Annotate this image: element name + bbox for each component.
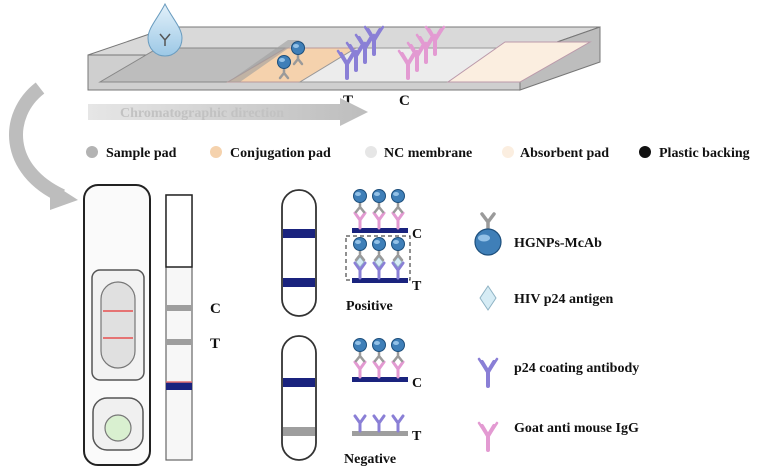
test-strip [165,194,193,461]
legend-absorbent-pad: Absorbent pad [520,146,609,161]
negative-c-line [352,377,408,382]
positive-c-line [352,228,408,233]
negative-result: C T Negative [281,335,422,467]
sample-well [104,414,132,442]
direction-label: Chromatographic direction [120,106,284,121]
goat-igg-icon [477,421,499,452]
legend-nc-membrane: NC membrane [384,146,472,161]
positive-label: Positive [346,299,393,314]
test-strip-c-line [166,305,192,311]
negative-label: Negative [344,452,396,467]
positive-c-nanoparticles [352,188,406,214]
positive-t-line [352,278,408,283]
curved-arrow-head-icon [50,182,78,210]
positive-result: C T Positive [281,188,422,317]
nc-membrane-swatch [365,146,377,158]
coating-antibody-icon [477,357,499,388]
gold-nanoparticle-antibody-icon [474,212,502,256]
sample-drop-icon [147,2,183,57]
sample-pad-swatch [86,146,98,158]
legend-p24-coating-antibody: p24 coating antibody [514,361,639,376]
antigen-diamond-icon [479,285,497,311]
negative-t-label: T [412,429,422,444]
legend-hiv-p24-antigen: HIV p24 antigen [514,292,614,307]
plastic-backing-swatch [639,146,651,158]
strip-c-label: C [399,93,410,109]
positive-c-band [283,229,315,238]
legend-right: HGNPs-McAb HIV p24 antigen p24 coating a… [474,212,639,452]
legend-top: Sample pad Conjugation pad NC membrane A… [86,146,750,161]
negative-c-nanoparticles [352,337,406,363]
positive-c-label: C [412,227,422,242]
legend-plastic-backing: Plastic backing [659,146,750,161]
curved-arrow-icon [9,82,66,203]
legend-conjugation-pad: Conjugation pad [230,146,331,161]
test-strip-t-line [166,339,192,345]
test-cassette [83,184,151,466]
negative-t-band [283,427,315,436]
positive-t-band [283,278,315,287]
absorbent-pad [446,41,592,83]
absorbent-pad-swatch [502,146,514,158]
legend-goat-anti-mouse-igg: Goat anti mouse IgG [514,421,639,436]
negative-t-line [352,431,408,436]
test-strip-sample-band [166,382,192,390]
chromatographic-direction-arrow: Chromatographic direction [88,98,368,126]
strip-t-label: T [343,93,353,109]
negative-c-band [283,378,315,387]
strip-illustration: T C [87,2,601,109]
test-strip-c-label: C [210,301,221,317]
negative-c-label: C [412,376,422,391]
legend-sample-pad: Sample pad [106,146,177,161]
positive-t-nanoparticles [352,236,406,262]
legend-hgnps-mcab: HGNPs-McAb [514,236,602,251]
conjugation-pad-swatch [210,146,222,158]
positive-t-label: T [412,279,422,294]
test-strip-t-label: T [210,336,220,352]
